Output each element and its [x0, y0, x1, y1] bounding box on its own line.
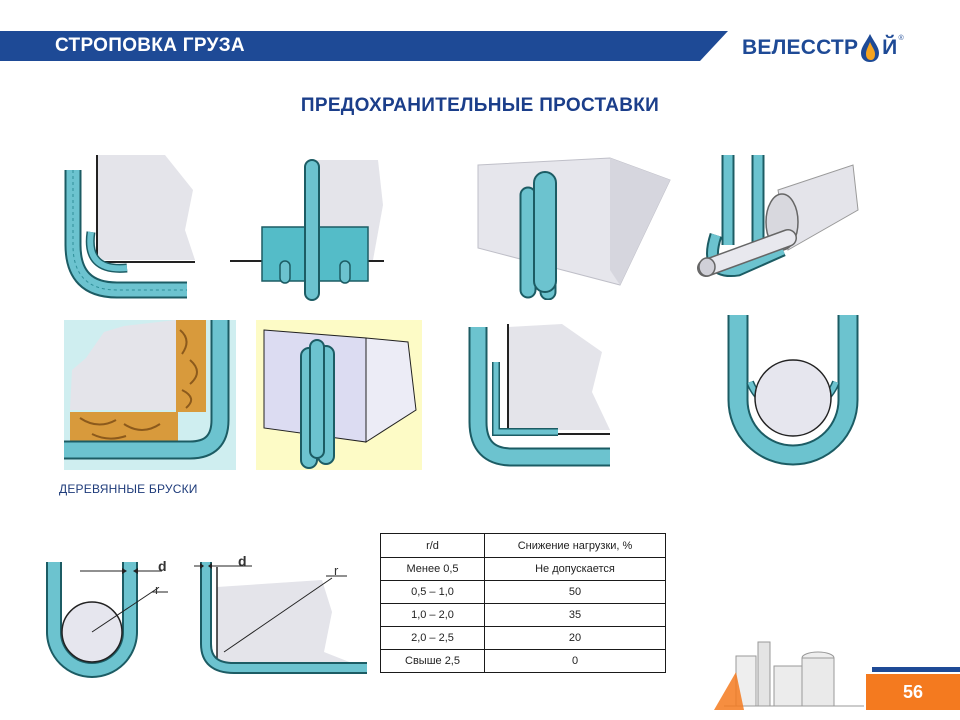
vertical-spacer-illustration [256, 320, 422, 470]
slide-title: ПРЕДОХРАНИТЕЛЬНЫЕ ПРОСТАВКИ [300, 95, 660, 116]
table-cell: 0,5 – 1,0 [380, 580, 485, 604]
footer-blue-accent [872, 667, 960, 672]
radius-label-1: r [155, 582, 160, 597]
corner-protector-illustration [55, 150, 205, 305]
table-row: 0,5 – 1,0 50 [380, 580, 666, 604]
wooden-bars-illustration [64, 320, 236, 470]
registered-mark: ® [898, 34, 904, 42]
table-cell: 2,0 – 2,5 [380, 626, 485, 650]
table-cell: Не допускается [484, 557, 666, 581]
rope-radius-diagram [40, 552, 185, 682]
loop-round-bar-illustration [718, 310, 868, 470]
table-cell: 1,0 – 2,0 [380, 603, 485, 627]
table-header-cell: r/d [380, 533, 485, 558]
table-header-row: r/d Снижение нагрузки, % [380, 533, 666, 558]
corner-radius-diagram [192, 552, 372, 680]
section-title: СТРОПОВКА ГРУЗА [55, 35, 245, 56]
logo-text-left: ВЕЛЕССТР [742, 36, 859, 59]
load-reduction-table: r/d Снижение нагрузки, % Менее 0,5 Не до… [380, 533, 666, 673]
table-cell: 20 [484, 626, 666, 650]
edge-protector-ropes-illustration [470, 150, 675, 300]
block-spacer-illustration [228, 155, 388, 305]
wooden-bars-caption: ДЕРЕВЯННЫЕ БРУСКИ [59, 482, 198, 496]
pipe-sling-illustration [688, 150, 868, 290]
table-row: Свыше 2,5 0 [380, 649, 666, 673]
company-logo: ВЕЛЕССТР Й ® [742, 32, 904, 64]
page-number-box [866, 674, 960, 710]
industrial-decoration-illustration [714, 626, 874, 715]
table-cell: 0 [484, 649, 666, 673]
diameter-label-1: d [158, 558, 167, 574]
table-header-cell: Снижение нагрузки, % [484, 533, 666, 558]
angle-protector-illustration [462, 322, 612, 467]
page-number: 56 [902, 682, 924, 702]
header-bar [0, 31, 728, 61]
table-row: 1,0 – 2,0 35 [380, 603, 666, 627]
table-cell: Свыше 2,5 [380, 649, 485, 673]
table-row: Менее 0,5 Не допускается [380, 557, 666, 581]
table-row: 2,0 – 2,5 20 [380, 626, 666, 650]
table-cell: 50 [484, 580, 666, 604]
logo-text-right: Й [882, 36, 898, 59]
diameter-label-2: d [238, 553, 247, 569]
table-cell: Менее 0,5 [380, 557, 485, 581]
drop-icon [859, 33, 881, 63]
radius-label-2: r [334, 563, 339, 578]
table-cell: 35 [484, 603, 666, 627]
